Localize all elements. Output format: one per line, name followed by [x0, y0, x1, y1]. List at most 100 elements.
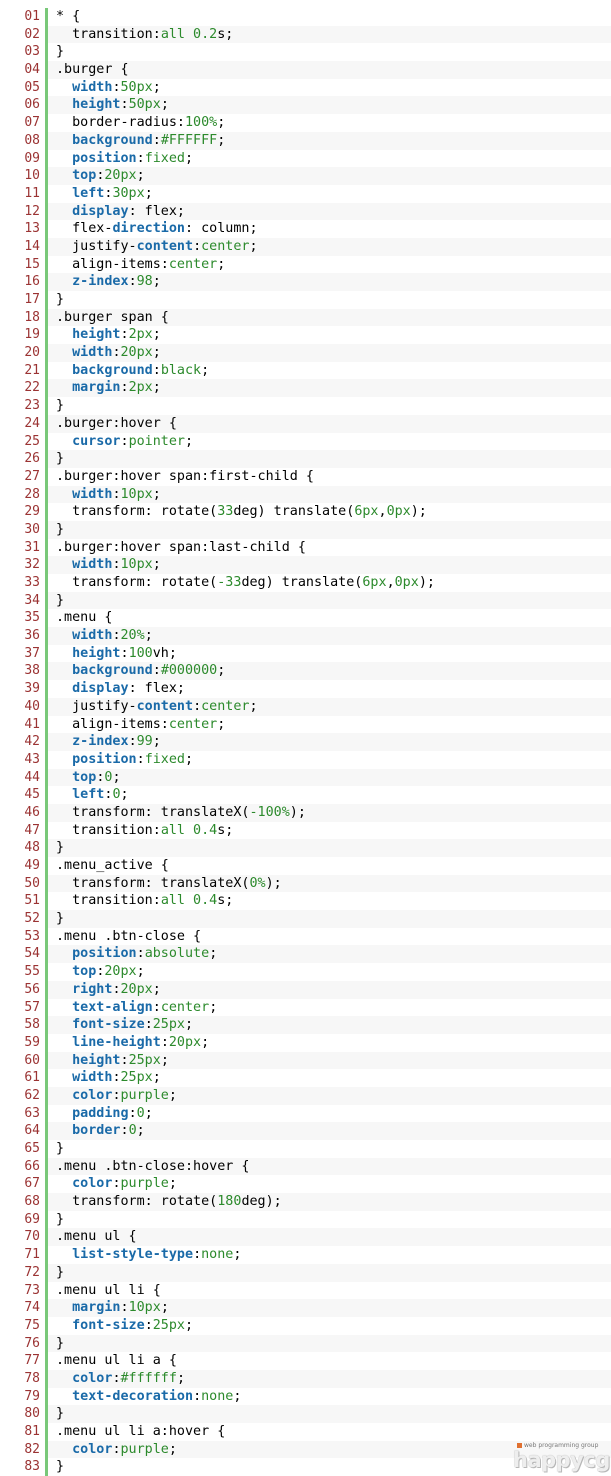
- code-value: 50px: [120, 79, 153, 95]
- code-line: 24.burger:hover {: [0, 414, 611, 433]
- code-keyword: width: [72, 345, 113, 361]
- code-value: black: [160, 362, 202, 378]
- code-text: ;: [185, 433, 194, 449]
- code-text: [56, 1389, 72, 1404]
- code-text: :: [112, 486, 121, 502]
- line-number: 75: [0, 1316, 48, 1335]
- code-listing: 01* {02 transition:all 0.2s;03}04.burger…: [0, 8, 611, 1476]
- code-text: s;: [217, 26, 234, 42]
- code-value: 0: [128, 1123, 137, 1139]
- line-number: 05: [0, 78, 48, 97]
- line-number: 25: [0, 432, 48, 451]
- code-text: ;: [144, 628, 153, 644]
- code-keyword: color: [72, 1370, 113, 1386]
- watermark: web programming group happycgi: [513, 1442, 611, 1472]
- code-keyword: width: [72, 79, 113, 95]
- code-text: :: [152, 362, 161, 378]
- code-line: 56 right:20px;: [0, 980, 611, 999]
- line-number: 11: [0, 184, 48, 203]
- code-text: .menu_active {: [56, 858, 169, 873]
- code-text: ;: [168, 1087, 177, 1103]
- line-number: 27: [0, 467, 48, 486]
- code-value: 20px: [120, 345, 153, 361]
- code-text: transform: rotate(: [56, 1194, 218, 1210]
- code-text: }: [56, 1335, 65, 1351]
- code-value: 0px: [386, 504, 411, 520]
- code-keyword: margin: [72, 1300, 121, 1316]
- code-value: 10px: [120, 486, 153, 502]
- code-keyword: position: [72, 150, 137, 166]
- code-value: fixed: [144, 150, 185, 166]
- code-value: 0: [136, 1105, 145, 1121]
- code-text: ;: [233, 1247, 242, 1263]
- line-number: 22: [0, 379, 48, 398]
- code-value: none: [201, 1388, 234, 1404]
- code-text: [56, 681, 72, 696]
- code-text: ;: [152, 557, 161, 573]
- code-value: center: [168, 256, 218, 272]
- code-text: [56, 327, 72, 342]
- code-text: : column;: [185, 221, 258, 237]
- code-line: 65}: [0, 1140, 611, 1158]
- code-text: }: [56, 398, 65, 414]
- code-text: deg) translate(: [233, 504, 355, 520]
- line-number: 20: [0, 344, 48, 362]
- code-value: purple: [120, 1176, 169, 1192]
- code-value: 100: [128, 645, 153, 661]
- code-line: 29 transform: rotate(33deg) translate(6p…: [0, 503, 611, 521]
- line-number: 38: [0, 662, 48, 681]
- code-keyword: top: [72, 769, 97, 785]
- code-value: 100%: [185, 115, 218, 131]
- line-number: 55: [0, 963, 48, 981]
- code-line: 19 height:2px;: [0, 326, 611, 345]
- code-line: 22 margin:2px;: [0, 379, 611, 398]
- code-text: :: [193, 1388, 202, 1404]
- code-line: 20 width:20px;: [0, 344, 611, 362]
- code-text: transform: translateX(: [56, 875, 250, 891]
- code-text: }: [56, 592, 65, 608]
- code-text: transform: translateX(: [56, 804, 250, 820]
- line-number: 34: [0, 591, 48, 610]
- code-text: :: [128, 734, 137, 750]
- code-text: :: [112, 1370, 121, 1386]
- line-number: 65: [0, 1140, 48, 1158]
- line-number: 49: [0, 857, 48, 875]
- line-number: 24: [0, 414, 48, 433]
- code-text: :: [120, 1300, 129, 1316]
- code-text: [56, 434, 72, 449]
- code-line: 54 position:absolute;: [0, 945, 611, 964]
- code-text: ;: [201, 1034, 210, 1050]
- code-text: ;: [160, 1300, 169, 1316]
- line-number: 16: [0, 273, 48, 292]
- code-line: 81.menu ul li a:hover {: [0, 1423, 611, 1441]
- code-line: 27.burger:hover span:first-child {: [0, 467, 611, 486]
- code-text: [56, 345, 72, 360]
- code-line: 38 background:#000000;: [0, 662, 611, 681]
- code-text: ;: [233, 1388, 242, 1404]
- code-line: 57 text-align:center;: [0, 998, 611, 1017]
- line-number: 41: [0, 715, 48, 734]
- line-number: 35: [0, 609, 48, 628]
- code-text: .menu ul {: [56, 1229, 137, 1245]
- code-text: }: [56, 451, 65, 467]
- code-keyword: color: [72, 1441, 113, 1457]
- code-line: 45 left:0;: [0, 786, 611, 804]
- code-line: 18.burger span {: [0, 308, 611, 327]
- code-value: 99: [136, 734, 153, 750]
- code-keyword: left: [72, 787, 105, 803]
- code-line: 76}: [0, 1334, 611, 1353]
- code-text: .menu .btn-close {: [56, 928, 202, 944]
- code-value: 25px: [120, 1070, 153, 1086]
- line-number: 50: [0, 874, 48, 893]
- code-line: 74 margin:10px;: [0, 1299, 611, 1317]
- code-text: s;: [217, 893, 234, 909]
- line-number: 63: [0, 1104, 48, 1123]
- code-line: 06 height:50px;: [0, 96, 611, 115]
- code-text: :: [96, 168, 105, 184]
- code-text: :: [144, 1317, 153, 1333]
- code-line: 79 text-decoration:none;: [0, 1387, 611, 1406]
- code-text: ;: [152, 486, 161, 502]
- code-text: [56, 1017, 72, 1032]
- line-number: 01: [0, 8, 48, 26]
- code-keyword: border: [72, 1123, 121, 1139]
